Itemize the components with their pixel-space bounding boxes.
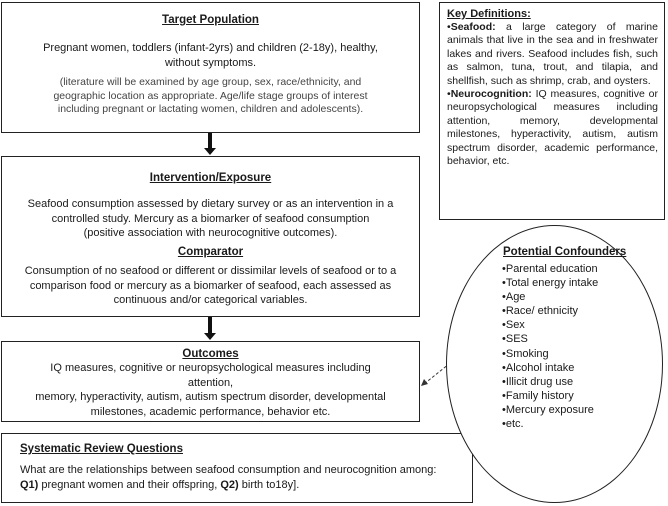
- target-line-2: without symptoms.: [164, 56, 257, 69]
- target-population-title: Target Population: [162, 14, 259, 26]
- comparator-line-1: Consumption of no seafood or different o…: [24, 265, 397, 277]
- seafood-term: Seafood:: [450, 21, 496, 33]
- confounder-item: •Parental education: [502, 263, 598, 275]
- outcomes-line-3: memory, hyperactivity, autism, autism sp…: [35, 391, 386, 403]
- confounders-list: •Parental education•Total energy intake•…: [502, 262, 598, 431]
- neurocognition-term: Neurocognition:: [450, 88, 532, 101]
- seafood-text: a large category of marine animals that …: [447, 21, 658, 87]
- questions-title: Systematic Review Questions: [20, 443, 183, 455]
- intervention-exposure-box: Intervention/Exposure Seafood consumptio…: [1, 156, 420, 317]
- confounder-item: •Illicit drug use: [502, 375, 574, 388]
- confounder-item: •Alcohol intake: [502, 361, 575, 374]
- target-note-line-3: including pregnant or lactating women, c…: [57, 103, 364, 115]
- outcomes-title: Outcomes: [182, 348, 239, 360]
- confounder-item: •Smoking: [502, 347, 549, 360]
- confounder-item: •Family history: [502, 389, 574, 402]
- arrow-head-1: [204, 148, 216, 155]
- arrow-shaft-1: [208, 133, 212, 149]
- target-population-text: Pregnant women, toddlers (infant-2yrs) a…: [2, 41, 419, 70]
- questions-line-1: What are the relationships between seafo…: [20, 464, 437, 476]
- outcomes-line-2: attention,: [187, 376, 234, 389]
- arrow-head-2: [204, 333, 216, 340]
- definitions-title: Key Definitions:: [447, 8, 531, 20]
- target-population-note: (literature will be examined by age grou…: [2, 76, 419, 117]
- comparator-line-2: comparison food or mercury as a biomarke…: [29, 279, 392, 292]
- intervention-text: Seafood consumption assessed by dietary …: [2, 197, 419, 241]
- outcomes-text: IQ measures, cognitive or neuropsycholog…: [2, 361, 419, 419]
- q2-text: birth to18y].: [238, 478, 300, 491]
- target-population-box: Target Population Pregnant women, toddle…: [1, 2, 420, 133]
- questions-line-2: Q1) pregnant women and their offspring, …: [20, 478, 436, 493]
- target-note-line-2: geographic location as appropriate. Age/…: [53, 89, 368, 102]
- outcomes-line-1: IQ measures, cognitive or neuropsycholog…: [50, 362, 371, 374]
- neurocognition-text: IQ measures, cognitive or neuropsycholog…: [447, 88, 658, 168]
- definition-neurocognition: •Neurocognition: IQ measures, cognitive …: [447, 88, 658, 168]
- arrow-shaft-2: [208, 317, 212, 334]
- comparator-title: Comparator: [177, 246, 244, 258]
- q2-label: Q2): [220, 478, 239, 491]
- intervention-line-2: controlled study. Mercury as a biomarker…: [51, 212, 370, 225]
- confounder-item: •Sex: [502, 319, 525, 332]
- comparator-text: Consumption of no seafood or different o…: [2, 264, 419, 308]
- connector-arrowhead: [421, 379, 428, 386]
- definition-seafood: •Seafood: a large category of marine ani…: [447, 21, 658, 87]
- confounder-item: •etc.: [502, 418, 524, 431]
- intervention-title: Intervention/Exposure: [149, 172, 272, 184]
- outcomes-line-4: milestones, academic performance, behavi…: [90, 405, 331, 418]
- confounder-item: •Mercury exposure: [502, 403, 594, 416]
- target-note-line-1: (literature will be examined by age grou…: [59, 76, 362, 88]
- confounder-item: •Age: [502, 291, 526, 304]
- systematic-review-questions-box: Systematic Review Questions What are the…: [1, 433, 473, 503]
- target-line-1: Pregnant women, toddlers (infant-2yrs) a…: [43, 42, 378, 54]
- key-definitions-box: Key Definitions: •Seafood: a large categ…: [439, 2, 665, 220]
- intervention-line-1: Seafood consumption assessed by dietary …: [27, 198, 394, 210]
- comparator-line-3: continuous and/or categorical variables.: [113, 294, 308, 306]
- potential-confounders-circle: Potential Confounders •Parental educatio…: [446, 225, 663, 503]
- q1-label: Q1): [20, 478, 39, 491]
- confounders-title: Potential Confounders: [503, 246, 627, 258]
- intervention-line-3: (positive association with neurocognitiv…: [83, 227, 338, 239]
- questions-text: What are the relationships between seafo…: [20, 463, 436, 492]
- confounder-item: •Total energy intake: [502, 277, 599, 290]
- q1-text: pregnant women and their offspring,: [38, 478, 221, 491]
- confounder-item: •SES: [502, 333, 528, 346]
- outcomes-box: Outcomes IQ measures, cognitive or neuro…: [1, 341, 420, 422]
- confounder-item: •Race/ ethnicity: [502, 305, 578, 318]
